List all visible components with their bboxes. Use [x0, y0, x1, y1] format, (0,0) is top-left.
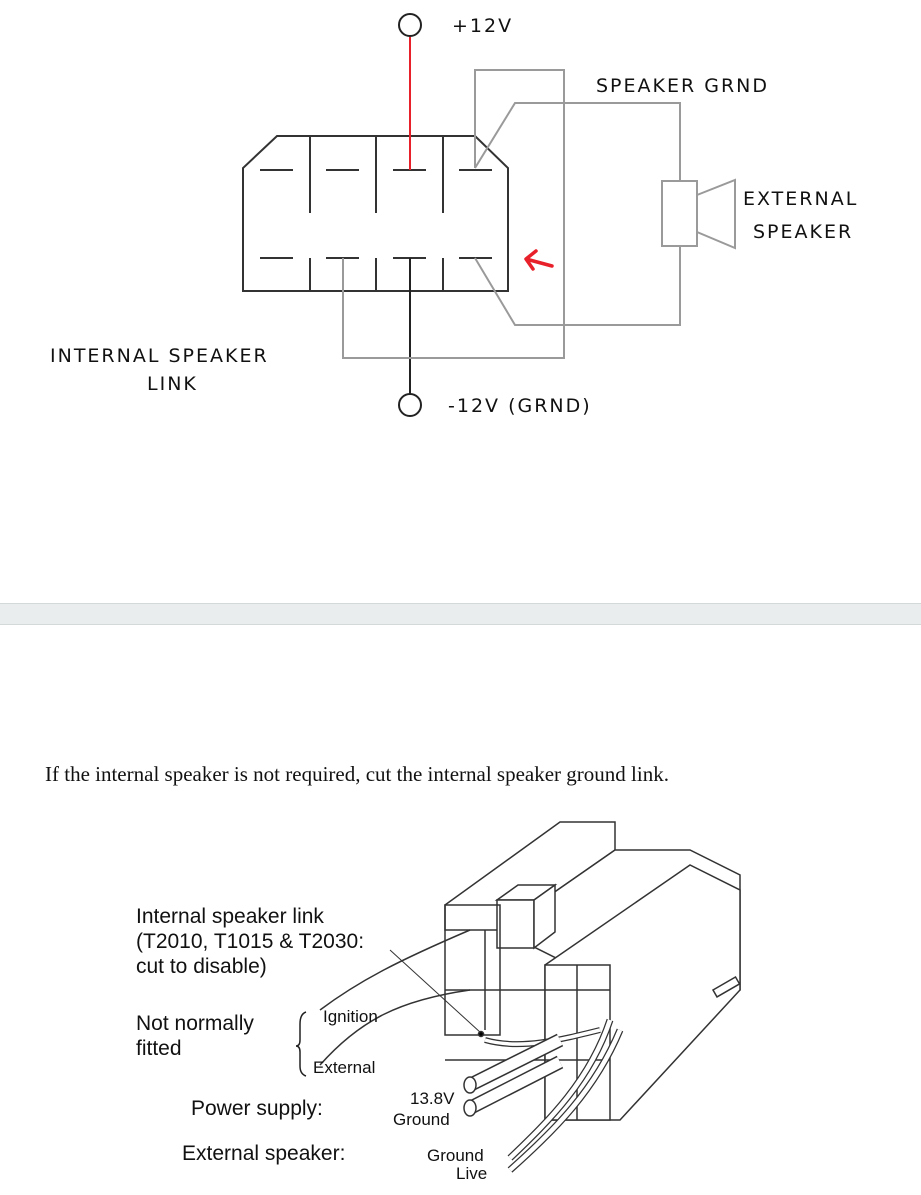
speaker-ground-label: Ground — [427, 1146, 484, 1165]
minus-12v-label: -12V (GRND) — [448, 395, 592, 417]
section-divider — [0, 603, 921, 625]
callout-internal-speaker-link-3: cut to disable) — [136, 955, 267, 978]
internal-speaker-link-wire — [342, 69, 565, 359]
internal-speaker-link-label-1: INTERNAL SPEAKER — [50, 345, 269, 367]
not-normally-fitted-label-1: Not normally — [136, 1012, 254, 1035]
callout-internal-speaker-link-2: (T2010, T1015 & T2030: — [136, 930, 364, 953]
external-speaker-label-2: SPEAKER — [753, 221, 853, 243]
power-supply-label: Power supply: — [191, 1097, 323, 1120]
plus-12v-label: +12V — [452, 15, 513, 37]
callout-internal-speaker-link-1: Internal speaker link — [136, 905, 324, 928]
speaker-horn — [696, 178, 736, 250]
internal-speaker-link-label-2: LINK — [147, 373, 198, 395]
external-speaker-wire-label: External speaker: — [182, 1142, 345, 1165]
red-arrow-icon — [524, 249, 554, 271]
ignition-label: Ignition — [323, 1007, 378, 1026]
speaker-wire-top — [474, 102, 681, 181]
not-normally-fitted-label-2: fitted — [136, 1037, 182, 1060]
speaker-wire-bottom — [474, 246, 681, 326]
connector-dividers — [260, 136, 492, 291]
power-ground-label: Ground — [393, 1110, 450, 1129]
plus-terminal — [398, 13, 422, 37]
external-label: External — [313, 1058, 375, 1077]
external-speaker-label-1: EXTERNAL — [743, 188, 858, 210]
speaker-icon — [661, 180, 698, 247]
speaker-grnd-label: SPEAKER GRND — [596, 75, 769, 97]
connector-schematic — [242, 13, 736, 417]
instruction-text: If the internal speaker is not required,… — [45, 762, 669, 786]
speaker-live-label: Live — [456, 1164, 487, 1183]
connector-3d-drawing — [295, 821, 741, 1173]
ground-terminal — [398, 393, 422, 417]
v13-8-label: 13.8V — [410, 1089, 455, 1108]
